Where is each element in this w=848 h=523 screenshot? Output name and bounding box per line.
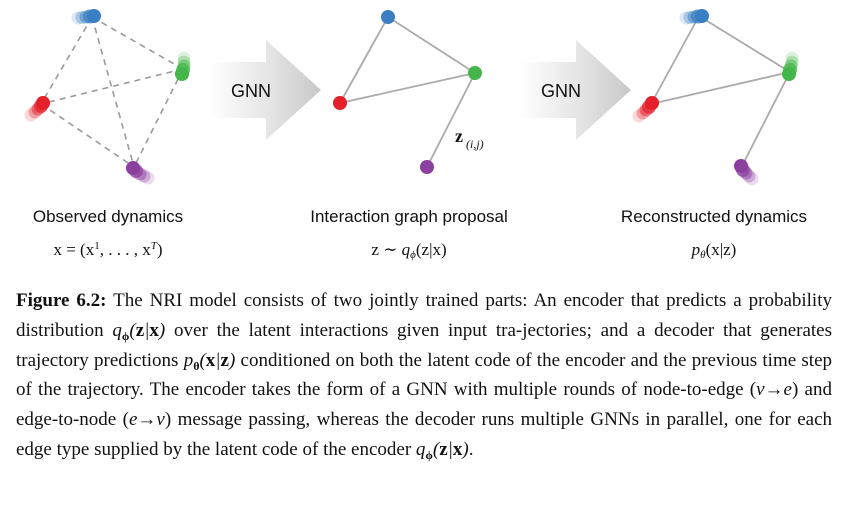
node-red xyxy=(333,96,347,110)
decoder-distribution-math: pθ(x|z) xyxy=(183,349,236,373)
gnn-label-2: GNN xyxy=(541,81,581,101)
caption-text-2: over the latent interactions given input… xyxy=(16,319,833,371)
edge-latent-label: z xyxy=(455,126,463,146)
interaction-edges xyxy=(339,16,476,168)
dashed-complete-graph xyxy=(40,16,184,168)
nri-figure: GNN z (i,j) GNN xyxy=(24,9,799,186)
purple-reconstruction xyxy=(734,159,759,186)
blue-reconstruction xyxy=(679,9,709,25)
caption-text-5: ) message passing, whereas the decoder r… xyxy=(16,409,832,460)
caption-text-1: The NRI model consists of two jointly tr… xyxy=(16,290,832,341)
gnn-decoder-arrow: GNN xyxy=(519,40,631,140)
edge-to-node-math: e→v xyxy=(129,409,165,431)
red-reconstruction xyxy=(632,96,659,123)
panel-formula-reconstructed: pθ(x|z) xyxy=(691,240,737,261)
reconstructed-edges xyxy=(650,15,791,167)
figure-label: Figure 6.2: xyxy=(16,290,107,311)
node-green xyxy=(468,66,482,80)
observed-dynamics-graph xyxy=(24,9,191,185)
reconstructed-dynamics-graph xyxy=(632,9,799,186)
panel-title-observed: Observed dynamics xyxy=(32,207,184,226)
panel-formula-interaction: z ∼ qϕ(z|x) xyxy=(371,240,447,261)
caption-text-4: ) and edge-to-node ( xyxy=(16,379,832,431)
caption-text-3: conditioned on both the latent code of t… xyxy=(16,349,833,401)
interaction-graph: z (i,j) xyxy=(333,10,484,174)
encoder-distribution-math: qϕ(z|x) xyxy=(112,319,166,343)
green-reconstruction xyxy=(782,51,799,81)
caption-text-6: . xyxy=(468,438,474,460)
purple-trajectory xyxy=(126,161,155,185)
green-trajectory xyxy=(175,51,191,81)
panel-title-interaction: Interaction graph proposal xyxy=(310,207,508,226)
edge-latent-subscript: (i,j) xyxy=(466,137,484,151)
encoder-distribution-math-2: qϕ(z|x) xyxy=(415,438,469,462)
node-blue xyxy=(381,10,395,24)
blue-trajectory xyxy=(71,9,101,25)
node-to-edge-math: v→e xyxy=(756,379,792,401)
figure-caption: Figure 6.2: The NRI model consists of tw… xyxy=(16,286,832,465)
red-trajectory xyxy=(24,96,50,122)
gnn-encoder-arrow: GNN xyxy=(209,40,321,140)
panel-title-reconstructed: Reconstructed dynamics xyxy=(620,207,808,226)
panel-formula-observed: x = (x1, . . . , xT) xyxy=(53,240,163,259)
node-purple xyxy=(420,160,434,174)
gnn-label-1: GNN xyxy=(231,81,271,101)
